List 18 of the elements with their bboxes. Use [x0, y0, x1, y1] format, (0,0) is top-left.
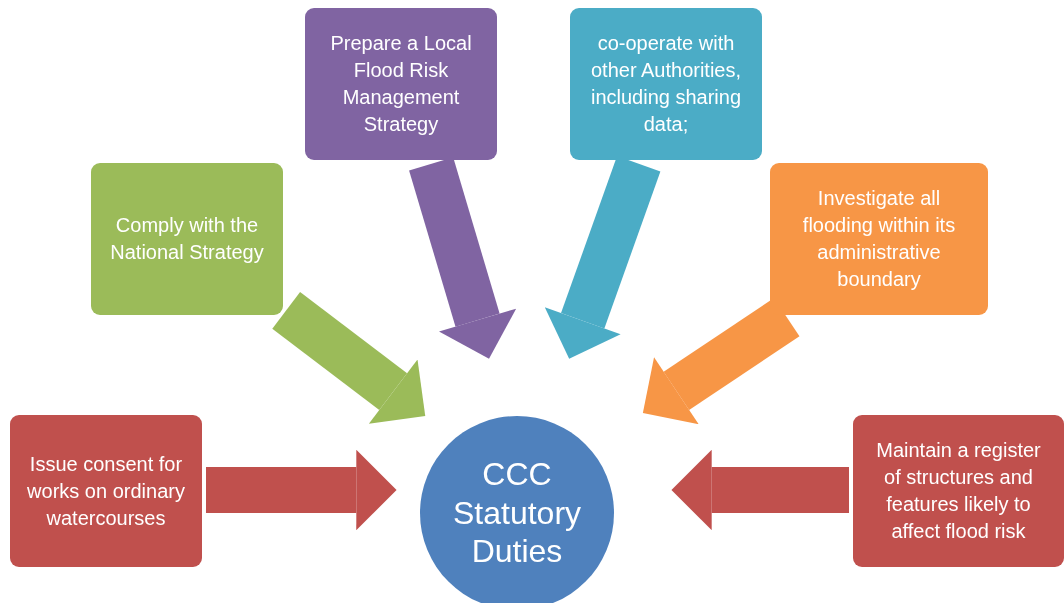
duty-box [91, 163, 283, 315]
duty-text: Issue consent for works on ordinary watercourses [26, 451, 186, 531]
duty-text: Investigate all flooding within its administrative boundary [801, 186, 957, 292]
duty-text: CCC Statutory Duties [451, 455, 583, 571]
duty-text: Prepare a Local Flood Risk Management Strategy [329, 31, 473, 137]
block-arrow [272, 292, 426, 424]
duty-text: Comply with the National Strategy [109, 213, 265, 265]
block-arrow [206, 449, 397, 531]
duty-text: Maintain a register of structures and features likely to affect flood risk [875, 438, 1042, 544]
duty-box [770, 163, 988, 315]
block-arrow [642, 298, 800, 425]
duty-box [305, 8, 497, 160]
block-arrow [671, 449, 849, 531]
duty-text: co-operate with other Authorities, including sharing data; [589, 31, 743, 137]
duty-box [570, 8, 762, 160]
block-arrow [409, 157, 517, 359]
duty-box [853, 415, 1064, 567]
duty-box [10, 415, 202, 567]
